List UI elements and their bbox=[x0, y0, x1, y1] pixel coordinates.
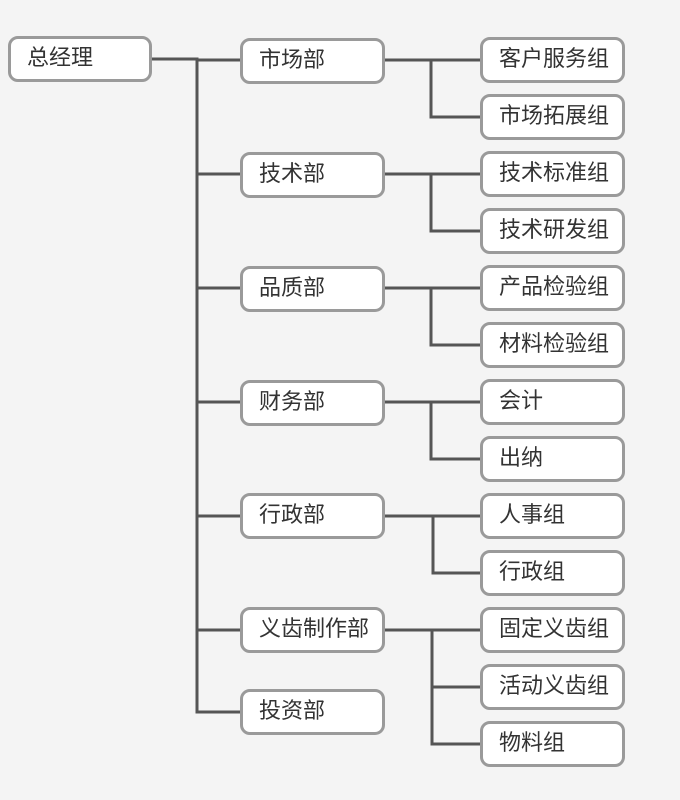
node-label: 总经理 bbox=[27, 46, 94, 71]
node-label: 产品检验组 bbox=[499, 275, 610, 300]
node-label: 会计 bbox=[499, 389, 544, 414]
node-label: 客户服务组 bbox=[499, 47, 610, 72]
node-label: 品质部 bbox=[259, 276, 326, 301]
node-label: 固定义齿组 bbox=[499, 617, 610, 642]
group-node[interactable]: 固定义齿组 bbox=[480, 607, 625, 653]
node-label: 技术标准组 bbox=[499, 161, 610, 186]
node-label: 行政组 bbox=[499, 560, 566, 585]
group-node[interactable]: 材料检验组 bbox=[480, 322, 625, 368]
dept-node-finance[interactable]: 财务部 bbox=[240, 380, 385, 426]
group-node[interactable]: 人事组 bbox=[480, 493, 625, 539]
node-label: 技术研发组 bbox=[499, 218, 610, 243]
org-node-root[interactable]: 总经理 bbox=[8, 36, 152, 82]
node-label: 市场部 bbox=[259, 48, 326, 73]
node-label: 投资部 bbox=[259, 699, 326, 724]
node-label: 市场拓展组 bbox=[499, 104, 610, 129]
dept-node-tech[interactable]: 技术部 bbox=[240, 152, 385, 198]
group-node[interactable]: 技术研发组 bbox=[480, 208, 625, 254]
node-label: 出纳 bbox=[499, 446, 544, 471]
group-node[interactable]: 会计 bbox=[480, 379, 625, 425]
group-node[interactable]: 活动义齿组 bbox=[480, 664, 625, 710]
node-label: 活动义齿组 bbox=[499, 674, 610, 699]
node-label: 财务部 bbox=[259, 390, 326, 415]
node-label: 技术部 bbox=[259, 162, 326, 187]
node-label: 人事组 bbox=[499, 503, 566, 528]
group-node[interactable]: 技术标准组 bbox=[480, 151, 625, 197]
group-node[interactable]: 市场拓展组 bbox=[480, 94, 625, 140]
group-node[interactable]: 出纳 bbox=[480, 436, 625, 482]
group-node[interactable]: 行政组 bbox=[480, 550, 625, 596]
group-node[interactable]: 物料组 bbox=[480, 721, 625, 767]
group-node[interactable]: 产品检验组 bbox=[480, 265, 625, 311]
node-label: 义齿制作部 bbox=[259, 617, 370, 642]
dept-node-investment[interactable]: 投资部 bbox=[240, 689, 385, 735]
node-label: 物料组 bbox=[499, 731, 566, 756]
node-label: 行政部 bbox=[259, 503, 326, 528]
node-label: 材料检验组 bbox=[499, 332, 610, 357]
group-node[interactable]: 客户服务组 bbox=[480, 37, 625, 83]
dept-node-admin[interactable]: 行政部 bbox=[240, 493, 385, 539]
dept-node-quality[interactable]: 品质部 bbox=[240, 266, 385, 312]
dept-node-denture[interactable]: 义齿制作部 bbox=[240, 607, 385, 653]
dept-node-market[interactable]: 市场部 bbox=[240, 38, 385, 84]
